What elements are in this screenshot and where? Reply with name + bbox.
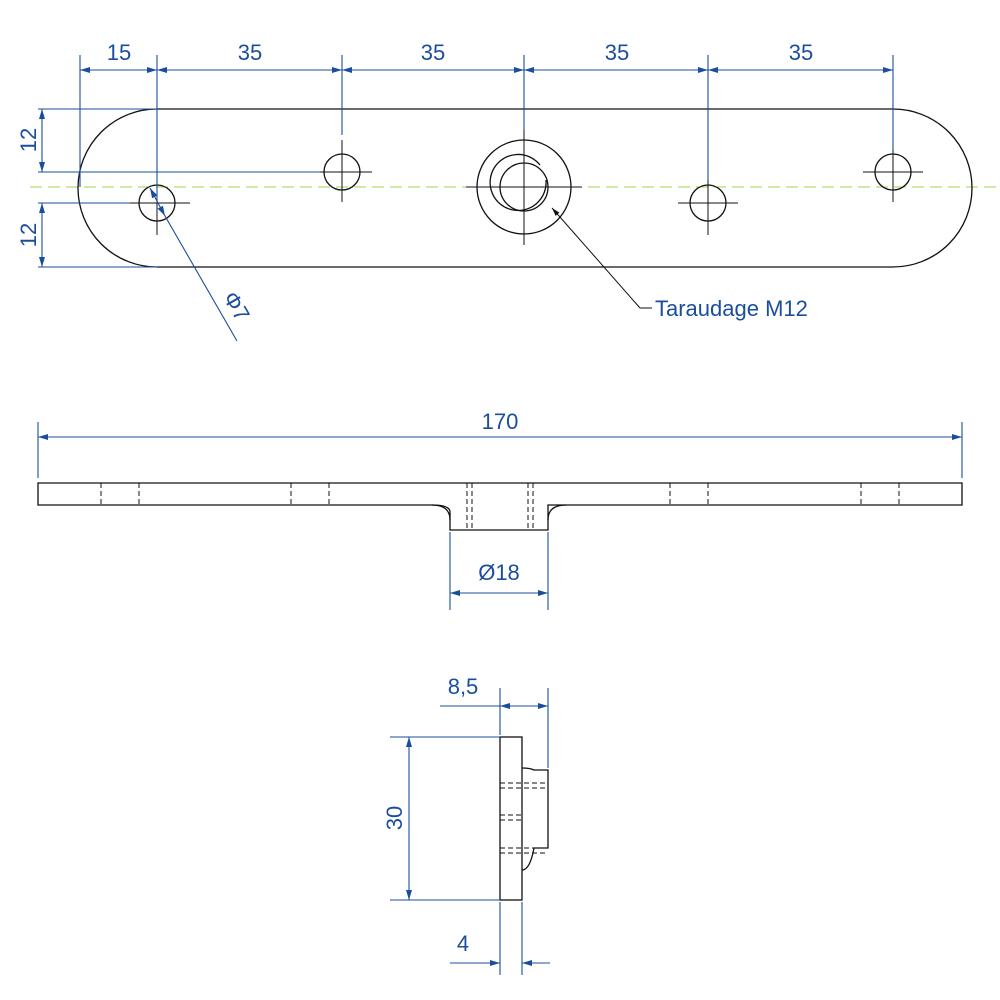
hole-5 — [863, 140, 923, 202]
thread-note: Taraudage M12 — [655, 296, 808, 321]
plate-end-outline — [499, 736, 523, 901]
dim-4: 4 — [457, 931, 469, 956]
dim-12-bottom: 12 — [16, 223, 41, 247]
plate-side-outline — [37, 482, 963, 531]
dim-170: 170 — [482, 409, 519, 434]
hole-2 — [312, 140, 372, 202]
top-view: 15 35 35 35 35 12 12 Φ7 Taraudage M12 — [16, 40, 1000, 342]
threaded-hole — [466, 130, 582, 245]
dim-35-d: 35 — [789, 40, 813, 65]
dim-30: 30 — [382, 806, 407, 830]
dim-15: 15 — [107, 40, 131, 65]
dim-35-b: 35 — [421, 40, 445, 65]
dim-35-a: 35 — [238, 40, 262, 65]
hole-4 — [678, 172, 738, 235]
dim-boss-diameter: Ø18 — [478, 560, 520, 585]
dim-35-c: 35 — [605, 40, 629, 65]
side-view: 170 Ø18 — [37, 409, 963, 610]
end-view: 30 8,5 4 — [382, 674, 550, 975]
dim-12-top: 12 — [16, 128, 41, 152]
dim-8-5: 8,5 — [448, 674, 479, 699]
dim-hole-diameter: Φ7 — [218, 287, 255, 325]
plate-outline — [77, 108, 973, 268]
